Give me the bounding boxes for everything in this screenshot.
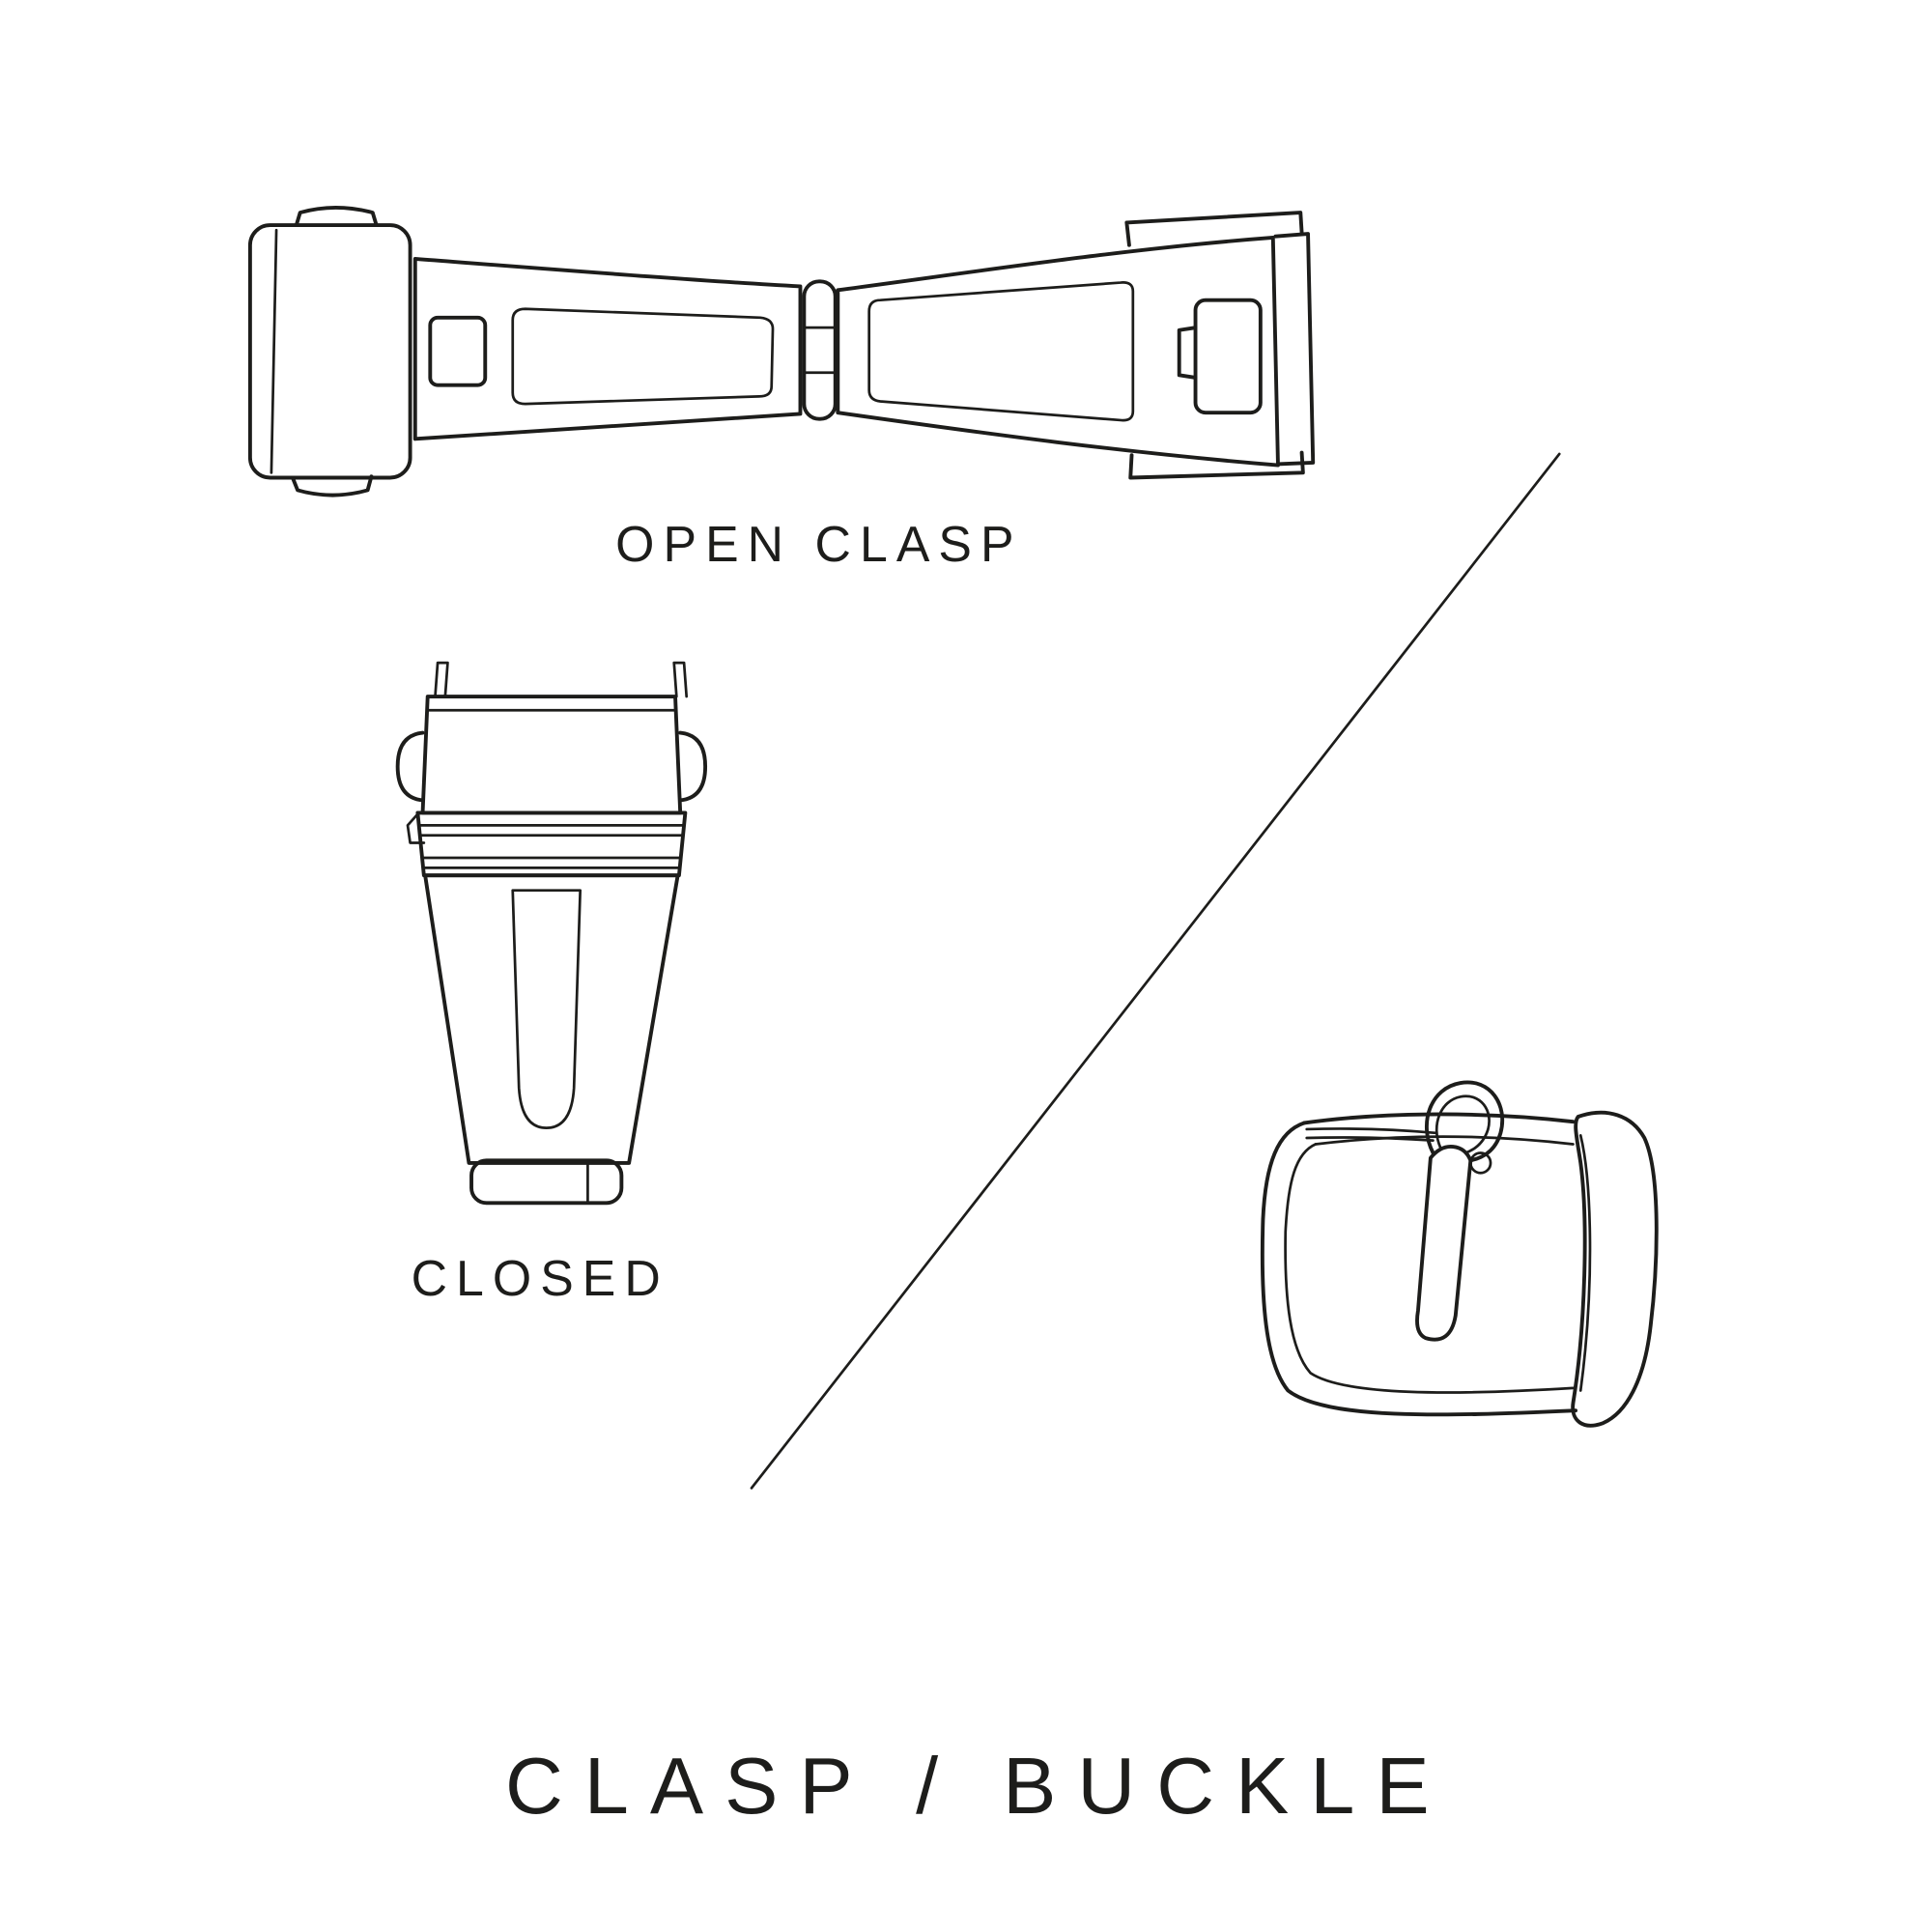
buckle-left-bottom-outer (1260, 1121, 1578, 1417)
right-blade-top-flange (1124, 211, 1304, 247)
left-cover-bottom-tab (290, 474, 374, 497)
right-prong (672, 661, 689, 698)
buckle-right-bar-inner-line (1578, 1134, 1592, 1392)
buckle-pin-axle (1305, 1127, 1437, 1142)
open-clasp-label: OPEN CLASP (615, 516, 1022, 572)
body-outline (423, 873, 680, 1165)
bottom-cap (469, 1158, 624, 1206)
left-prong (434, 661, 449, 698)
left-cover-edge-line (270, 228, 278, 474)
open-clasp-illustration (247, 206, 1316, 497)
left-blade-notch (428, 315, 488, 387)
page-title: CLASP / BUCKLE (505, 1741, 1451, 1831)
right-ear (678, 730, 708, 803)
right-blade-outline (836, 236, 1280, 468)
divider-line (750, 452, 1561, 1490)
left-ear (395, 730, 425, 803)
closed-label: CLOSED (412, 1250, 669, 1306)
left-blade-outline (412, 257, 803, 441)
buckle-tongue-loop-inner (1435, 1094, 1491, 1154)
left-blade-window (511, 307, 775, 406)
fold-band-lines (418, 824, 685, 869)
left-cover-top-tab (294, 206, 379, 227)
right-blade-window (867, 281, 1135, 422)
pin-buckle-illustration (1260, 1080, 1659, 1428)
body-window (511, 889, 582, 1129)
center-hinge-detail (804, 326, 836, 375)
right-blade-slot-notch (1177, 326, 1198, 380)
buckle-top-bar-inner (1314, 1135, 1575, 1146)
buckle-tongue-strip (1415, 1145, 1473, 1342)
buckle-left-bottom-inner (1284, 1143, 1575, 1394)
center-hinge (802, 279, 838, 421)
fold-band-outline (415, 810, 688, 878)
closed-clasp-illustration (395, 661, 708, 1206)
right-blade-end-cap (1273, 232, 1316, 467)
fold-band-left-facet (406, 812, 426, 844)
buckle-right-bar (1571, 1110, 1659, 1428)
right-blade-slot (1193, 298, 1263, 415)
left-cover-outline (247, 223, 412, 480)
buckle-tongue-loop-outer (1424, 1080, 1504, 1163)
top-box-outline (420, 695, 683, 815)
